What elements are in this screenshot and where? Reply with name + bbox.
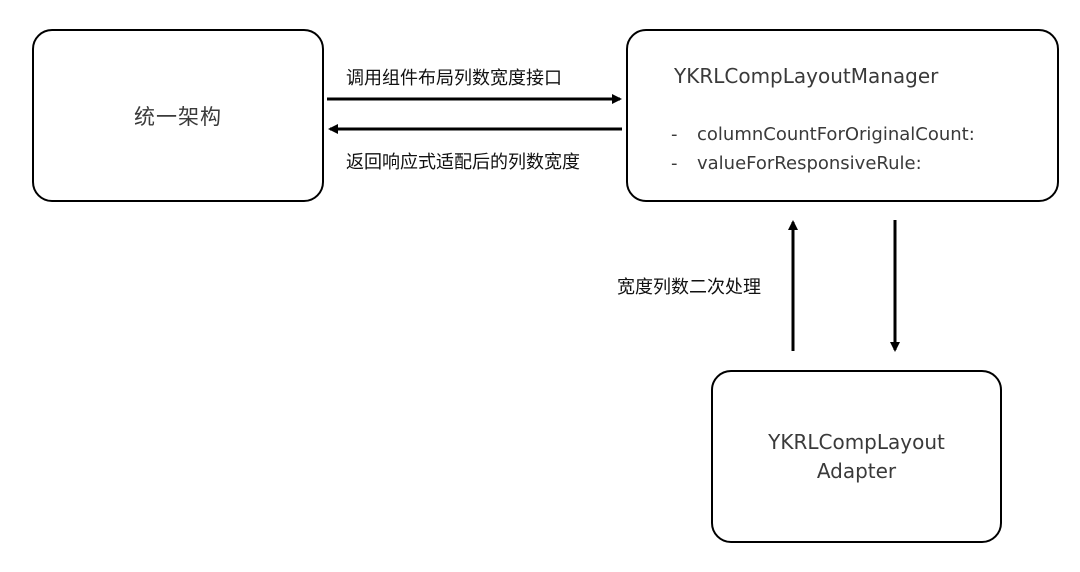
method-name: columnCountForOriginalCount: [697, 124, 975, 145]
layout-manager-node: YKRLCompLayoutManager -columnCountForOri… [626, 29, 1059, 202]
method-name: valueForResponsiveRule: [697, 153, 922, 174]
unified-arch-node: 统一架构 [32, 29, 324, 202]
return-edge-label: 返回响应式适配后的列数宽度 [346, 152, 580, 173]
layout-manager-title: YKRLCompLayoutManager [674, 64, 939, 88]
layout-adapter-title-line1: YKRLCompLayout [768, 429, 945, 454]
method-bullet: - [671, 124, 678, 145]
method-item: -valueForResponsiveRule: [671, 149, 975, 178]
layout-adapter-title-line2: Adapter [816, 458, 897, 483]
unified-arch-title: 统一架构 [134, 104, 222, 129]
method-list: -columnCountForOriginalCount: -valueForR… [671, 120, 975, 178]
method-item: -columnCountForOriginalCount: [671, 120, 975, 149]
method-bullet: - [671, 153, 678, 174]
from-adapter-edge-label: 宽度列数二次处理 [617, 277, 761, 298]
layout-adapter-title: YKRLCompLayout Adapter [768, 428, 945, 486]
layout-adapter-node: YKRLCompLayout Adapter [711, 370, 1002, 543]
call-edge-label: 调用组件布局列数宽度接口 [346, 68, 562, 89]
